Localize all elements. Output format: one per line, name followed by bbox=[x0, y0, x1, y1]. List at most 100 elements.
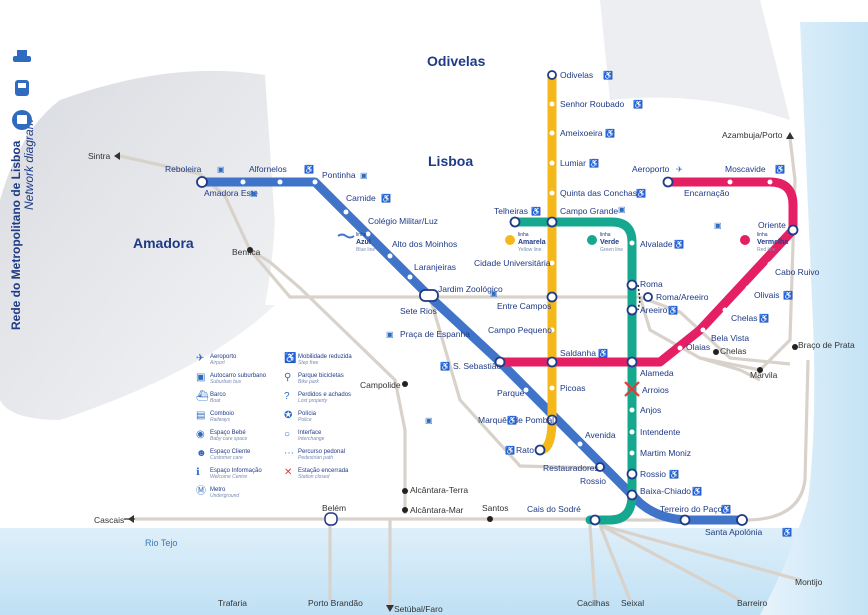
station-cais-sodre[interactable]: Cais do Sodré bbox=[527, 504, 581, 514]
station-arroios[interactable]: Arroios bbox=[642, 385, 669, 395]
station-areeiro[interactable]: Areeiro bbox=[640, 305, 668, 315]
wheelchair-icon: ♿ bbox=[381, 193, 391, 203]
svg-text:Red line: Red line bbox=[757, 247, 776, 253]
dest-sintra: Sintra bbox=[88, 151, 110, 161]
station-santa-apolonia[interactable]: Santa Apolónia bbox=[705, 527, 762, 537]
svg-text:linha: linha bbox=[518, 232, 529, 238]
station-amadora-este[interactable]: Amadora Este bbox=[204, 188, 258, 198]
station-odivelas[interactable]: Odivelas bbox=[560, 70, 593, 80]
station-alfornelos[interactable]: Alfornelos bbox=[249, 164, 287, 174]
wheelchair-icon: ♿ bbox=[633, 99, 643, 109]
station-alto-moinhos[interactable]: Alto dos Moinhos bbox=[392, 239, 457, 249]
station-telheiras[interactable]: Telheiras bbox=[494, 206, 528, 216]
legend-label-en: Welcome Centre bbox=[210, 474, 247, 480]
station-restauradores[interactable]: Restauradores bbox=[543, 463, 599, 473]
wheelchair-icon: ♿ bbox=[507, 415, 517, 425]
wheelchair-icon: ♿ bbox=[505, 445, 515, 455]
station-reboleira[interactable]: Reboleira bbox=[165, 164, 202, 174]
station-braco-prata[interactable]: Braço de Prata bbox=[798, 340, 855, 350]
station-campolide[interactable]: Campolide bbox=[360, 380, 401, 390]
station-parque[interactable]: Parque bbox=[497, 388, 525, 398]
station-senhor-roubado[interactable]: Senhor Roubado bbox=[560, 99, 625, 109]
station-intendente[interactable]: Intendente bbox=[640, 427, 680, 437]
interchange-icon: ○ bbox=[284, 429, 290, 440]
train-icon bbox=[15, 80, 29, 96]
legend-label: Percurso pedonal bbox=[298, 449, 345, 455]
legend-label: Comboio bbox=[210, 411, 235, 417]
station-sete-rios[interactable]: Sete Rios bbox=[400, 306, 437, 316]
station-jardim-zoologico[interactable]: Jardim Zoológico bbox=[438, 284, 503, 294]
amadora-white-band bbox=[265, 72, 301, 305]
station-marvila[interactable]: Marvila bbox=[750, 370, 778, 380]
station-carnide[interactable]: Carnide bbox=[346, 193, 376, 203]
station-lumiar[interactable]: Lumiar bbox=[560, 158, 586, 168]
station-santos[interactable]: Santos bbox=[482, 503, 508, 513]
legend-label: Espaço Cliente bbox=[210, 449, 251, 455]
station-rossio-cp[interactable]: Rossio bbox=[580, 476, 606, 486]
legend-label-en: Police bbox=[298, 417, 312, 423]
station-cabo-ruivo[interactable]: Cabo Ruivo bbox=[775, 267, 820, 277]
station-pontinha[interactable]: Pontinha bbox=[322, 170, 356, 180]
svg-text:Green line: Green line bbox=[600, 247, 623, 253]
legend-label-en: Suburban bus bbox=[210, 379, 242, 385]
station-s-sebastiao[interactable]: S. Sebastião bbox=[453, 361, 501, 371]
wheelchair-icon: ♿ bbox=[775, 164, 785, 174]
station-roma-areeiro[interactable]: Roma/Areeiro bbox=[656, 292, 709, 302]
area-lisboa: Lisboa bbox=[428, 153, 473, 169]
station-picoas[interactable]: Picoas bbox=[560, 383, 586, 393]
station-olaias[interactable]: Olaias bbox=[686, 342, 710, 352]
station-terreiro-paco[interactable]: Terreiro do Paço bbox=[660, 504, 723, 514]
metro-icon: Ⓜ bbox=[196, 485, 206, 497]
dest-seixal: Seixal bbox=[621, 598, 644, 608]
station-chelas[interactable]: Chelas bbox=[731, 313, 757, 323]
station-marques-pombal[interactable]: Marquês de Pombal bbox=[478, 415, 554, 425]
station-ameixoeira[interactable]: Ameixoeira bbox=[560, 128, 603, 138]
legend-label-en: Airport bbox=[209, 360, 225, 366]
station-anjos[interactable]: Anjos bbox=[640, 405, 661, 415]
station-campo-grande[interactable]: Campo Grande bbox=[560, 206, 618, 216]
station-encarnacao[interactable]: Encarnação bbox=[684, 188, 730, 198]
station-avenida[interactable]: Avenida bbox=[585, 430, 616, 440]
station-oriente[interactable]: Oriente bbox=[758, 220, 786, 230]
legend-label-en: Lost property bbox=[298, 398, 328, 404]
station-moscavide[interactable]: Moscavide bbox=[725, 164, 766, 174]
station-baixa-chiado[interactable]: Baixa-Chiado bbox=[640, 486, 691, 496]
station-benfica[interactable]: Benfica bbox=[232, 247, 261, 257]
station-alcantara-terra[interactable]: Alcântara-Terra bbox=[410, 485, 468, 495]
wheelchair-icon: ♿ bbox=[782, 527, 792, 537]
station-cidade-universitaria[interactable]: Cidade Universitária bbox=[474, 258, 551, 268]
wheelchair-icon: ♿ bbox=[636, 188, 646, 198]
station-campo-pequeno[interactable]: Campo Pequeno bbox=[488, 325, 552, 335]
station-rato[interactable]: Rato bbox=[516, 445, 534, 455]
station-colegio-militar[interactable]: Colégio Militar/Luz bbox=[368, 216, 438, 226]
station-olivais[interactable]: Olivais bbox=[754, 290, 780, 300]
legend-label-en: Underground bbox=[210, 493, 239, 499]
station-laranjeiras[interactable]: Laranjeiras bbox=[414, 262, 456, 272]
station-chelas-cp[interactable]: Chelas bbox=[720, 346, 746, 356]
dest-cascais: Cascais bbox=[94, 515, 124, 525]
station-quinta-conchas[interactable]: Quinta das Conchas bbox=[560, 188, 637, 198]
legend-label: Autocarro suburbano bbox=[210, 373, 267, 379]
bus-icon: ▣ bbox=[360, 171, 368, 180]
tag-linha-amarela: linha Amarela Yellow line bbox=[505, 232, 546, 253]
bus-icon: ▣ bbox=[425, 416, 433, 425]
station-alcantara-mar[interactable]: Alcântara-Mar bbox=[410, 505, 464, 515]
station-bela-vista[interactable]: Bela Vista bbox=[711, 333, 749, 343]
train-icon: ▤ bbox=[196, 410, 205, 421]
legend-label: Espaço Bebé bbox=[210, 430, 246, 436]
station-alvalade[interactable]: Alvalade bbox=[640, 239, 673, 249]
station-praca-espanha[interactable]: Praça de Espanha bbox=[400, 329, 470, 339]
station-saldanha[interactable]: Saldanha bbox=[560, 348, 596, 358]
station-aeroporto[interactable]: Aeroporto bbox=[632, 164, 670, 174]
station-martim-moniz[interactable]: Martim Moniz bbox=[640, 448, 691, 458]
station-belem[interactable]: Belém bbox=[322, 503, 346, 513]
station-markers bbox=[196, 70, 799, 526]
customer-icon: ☻ bbox=[196, 448, 207, 459]
station-roma[interactable]: Roma bbox=[640, 279, 663, 289]
station-rossio[interactable]: Rossio bbox=[640, 469, 666, 479]
station-alameda[interactable]: Alameda bbox=[640, 368, 674, 378]
station-entre-campos[interactable]: Entre Campos bbox=[497, 301, 551, 311]
